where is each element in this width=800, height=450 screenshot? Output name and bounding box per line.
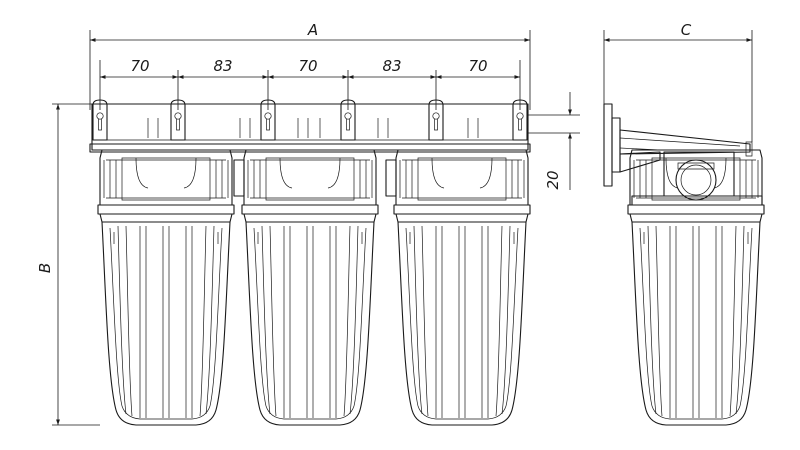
dimension-label-20: 20 xyxy=(544,170,562,189)
filter-housing xyxy=(97,149,235,426)
dimension-label-a: A xyxy=(307,21,318,39)
dimension-label-83: 83 xyxy=(382,57,401,75)
dimension-label-83: 83 xyxy=(213,57,232,75)
dimension-label-70: 70 xyxy=(298,57,317,75)
dimension-lines xyxy=(52,30,753,426)
dimension-label-70: 70 xyxy=(468,57,487,75)
dimension-label-c: C xyxy=(681,21,692,39)
filter-housing xyxy=(393,149,531,426)
filter-housing-side xyxy=(627,149,765,426)
dimension-label-70: 70 xyxy=(130,57,149,75)
filter-housing xyxy=(241,149,379,426)
front-view xyxy=(89,99,531,426)
side-view xyxy=(603,103,765,426)
dimension-label-b: B xyxy=(36,263,54,273)
mounting-bracket xyxy=(91,103,529,151)
